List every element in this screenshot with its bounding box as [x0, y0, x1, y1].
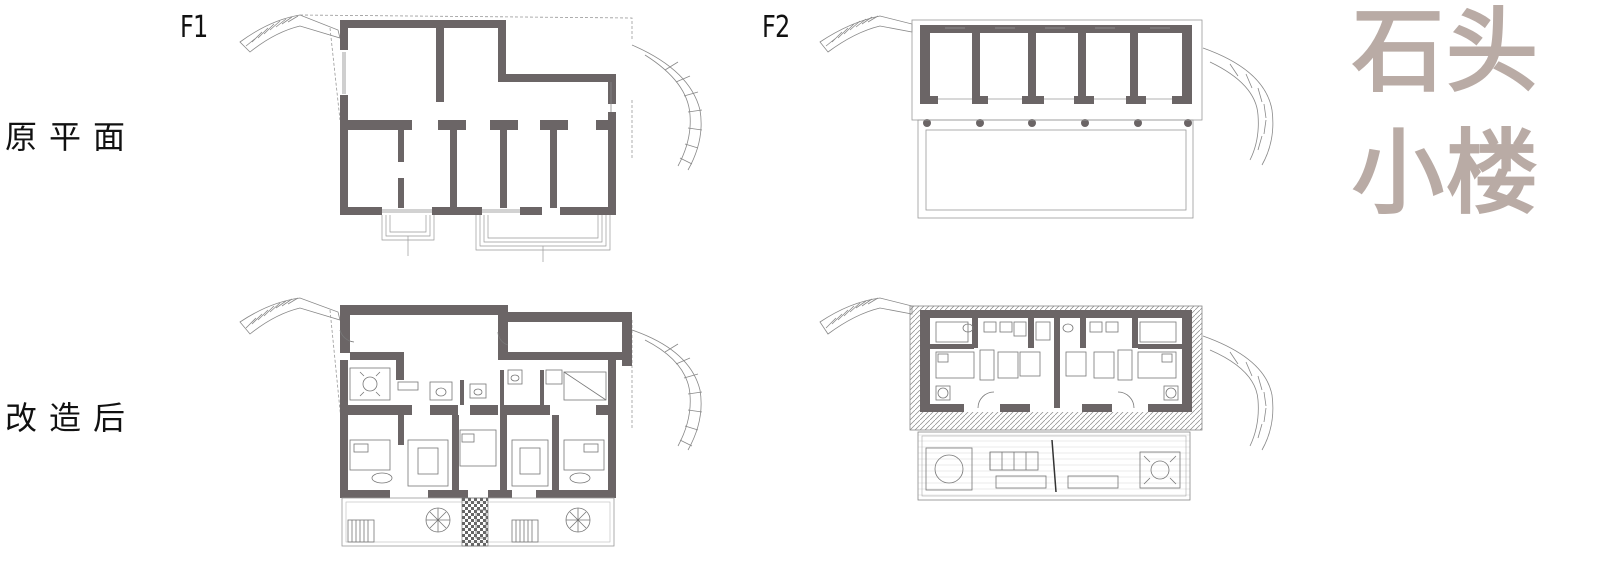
walls-f1-original [340, 20, 616, 215]
stair-f1-original-right [631, 44, 703, 171]
columns-f2-original [923, 119, 1192, 127]
plan-f1-renovated [239, 297, 703, 547]
floor-label-f2: F2 [762, 10, 790, 45]
terrace-f1-renovated [341, 497, 615, 547]
plan-f1-original [239, 14, 703, 262]
stair-f2-original-left [819, 15, 913, 53]
furniture-f2-renovated [935, 321, 1179, 409]
title-line-2: 小楼 [1352, 120, 1541, 227]
walls-f1-renovated [340, 305, 632, 498]
stair-f1-renovated-right [631, 329, 703, 451]
plan-f2-renovated [819, 297, 1274, 501]
walls-f2-renovated [920, 310, 1192, 412]
plan-f2-original [819, 15, 1274, 219]
steps-f1-original [381, 215, 611, 262]
walls-f2-original [920, 25, 1192, 104]
stair-f1-renovated-left [239, 297, 341, 335]
stair-f1-original-left [239, 14, 341, 53]
title-line-1: 石头 [1352, 0, 1541, 105]
stair-f2-renovated-left [819, 297, 913, 335]
stair-f2-original-right [1202, 47, 1274, 166]
furniture-f1-renovated [339, 329, 607, 487]
row-label-original: 原平面 [5, 118, 138, 156]
floor-label-f1: F1 [180, 10, 208, 45]
row-label-renovated: 改造后 [5, 399, 138, 437]
stair-f2-renovated-right [1202, 335, 1274, 451]
terrace-f2-renovated [917, 431, 1191, 501]
